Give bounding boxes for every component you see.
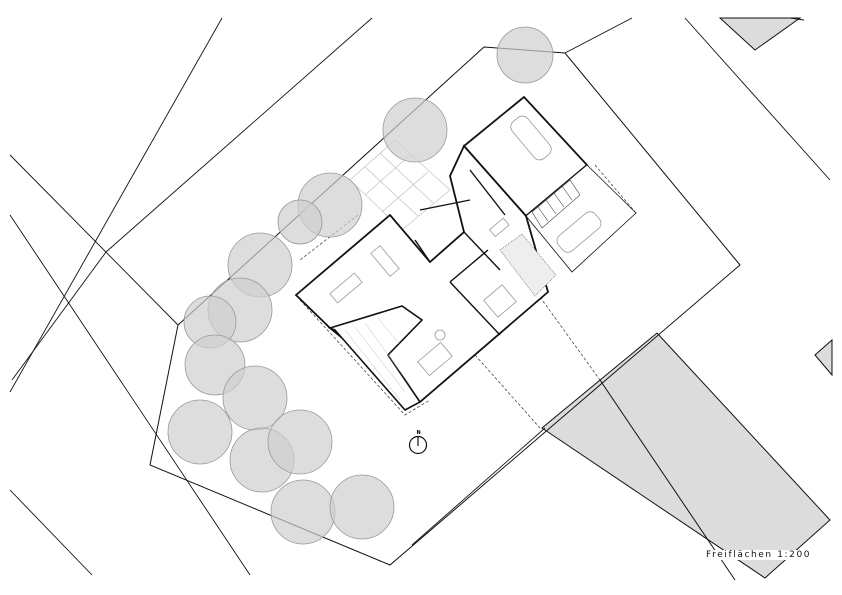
parcel-lines	[9, 17, 831, 576]
dining-table	[329, 272, 363, 304]
plot-boundary	[149, 46, 741, 566]
tree	[382, 97, 448, 163]
neighbor-building-east	[814, 338, 833, 377]
furniture	[329, 115, 602, 377]
tree	[167, 399, 233, 465]
north-arrow: N	[408, 430, 428, 455]
car	[510, 115, 552, 161]
bathtub	[488, 217, 510, 238]
neighbor-building-south	[541, 332, 831, 579]
tree	[267, 409, 333, 475]
carport	[525, 164, 637, 273]
neighbor-building-northeast	[718, 17, 802, 51]
tree	[496, 26, 554, 84]
bed	[483, 284, 517, 318]
house-floorplan	[294, 95, 637, 412]
sofa	[417, 341, 453, 377]
drawing-title: Freiflächen 1:200	[704, 550, 814, 560]
terrace-paving	[349, 139, 451, 231]
dashed-outlines	[299, 164, 637, 429]
neighbor-buildings	[541, 17, 833, 581]
kitchen-island	[370, 245, 400, 277]
plant	[434, 329, 446, 341]
tree	[270, 479, 336, 545]
tree	[329, 474, 395, 540]
north-label: N	[417, 430, 421, 436]
storage-grid-floor	[499, 233, 557, 297]
tree	[277, 199, 323, 245]
stairs	[531, 179, 581, 229]
trees	[167, 26, 554, 545]
car	[556, 211, 602, 253]
